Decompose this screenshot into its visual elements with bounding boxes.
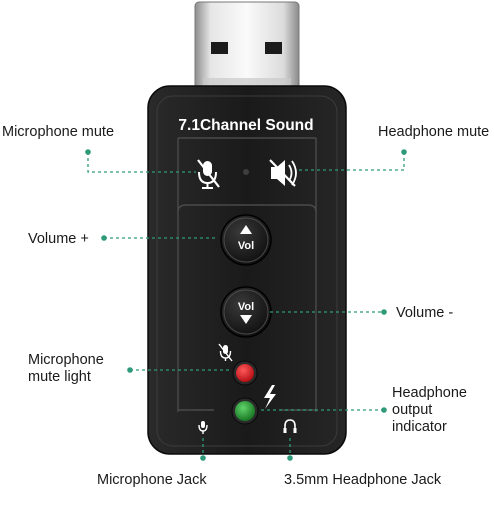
- callout-volume-down: Volume -: [396, 305, 454, 321]
- usb-connector: [194, 1, 300, 93]
- headphone-jack-icon: [283, 419, 297, 433]
- callout-volume-up: Volume +: [28, 231, 89, 247]
- lightning-icon: [264, 385, 276, 409]
- callout-mic-mute-light-1: Microphone: [28, 352, 104, 368]
- callout-hp-indicator-1: Headphone: [392, 385, 467, 401]
- leader-lines: [87, 152, 405, 458]
- leader-headphone-mute: [298, 152, 405, 171]
- callout-microphone-jack: Microphone Jack: [97, 472, 207, 488]
- arrow-down-icon: [240, 315, 252, 324]
- callout-hp-indicator-2: output: [392, 402, 433, 418]
- volume-down-button[interactable]: Vol: [220, 286, 272, 338]
- device-title: 7.1Channel Sound: [178, 117, 313, 134]
- microphone-mute-icon: [197, 159, 220, 189]
- leader-mic-mute: [87, 152, 196, 173]
- callout-hp-indicator-3: indicator: [392, 419, 447, 435]
- small-microphone-mute-icon: [218, 343, 233, 362]
- callout-mic-mute-light-2: mute light: [28, 369, 91, 385]
- status-led: [243, 169, 249, 175]
- leader-dots: [85, 149, 407, 461]
- headphone-output-indicator-light: [231, 397, 259, 425]
- volume-up-label: Vol: [238, 240, 254, 252]
- callout-microphone-mute: Microphone mute: [2, 124, 115, 140]
- microphone-mute-light: [232, 360, 258, 386]
- volume-down-label: Vol: [238, 301, 254, 313]
- callout-headphone-mute: Headphone mute: [378, 124, 490, 140]
- callout-headphone-jack: 3.5mm Headphone Jack: [284, 472, 442, 488]
- device-body: [147, 85, 347, 455]
- speaker-mute-icon: [269, 159, 297, 187]
- volume-up-button[interactable]: Vol: [220, 214, 272, 266]
- arrow-up-icon: [240, 225, 252, 234]
- microphone-jack-icon: [198, 421, 208, 434]
